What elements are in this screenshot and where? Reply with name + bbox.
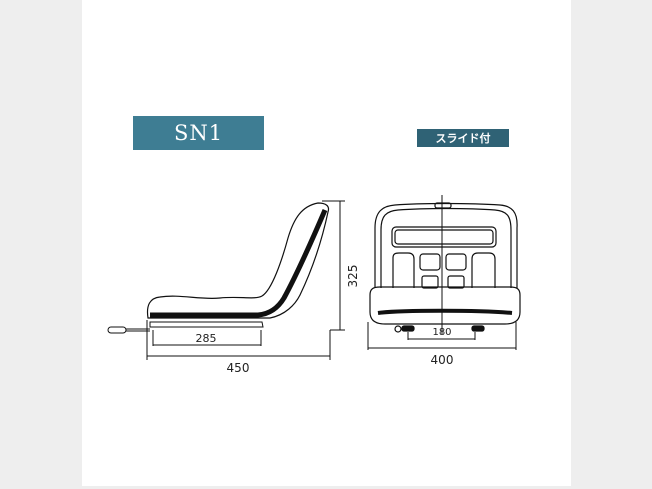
side-view-dimensions: [146, 200, 345, 360]
model-title-badge: SN1: [133, 116, 264, 150]
dim-rail-spacing: 180: [432, 327, 451, 338]
dim-height: 325: [346, 265, 360, 288]
dim-base-length: 285: [196, 332, 217, 345]
model-name: SN1: [173, 121, 224, 145]
dim-total-width: 400: [431, 353, 454, 367]
front-view-dimensions: [367, 195, 517, 350]
dim-total-length: 450: [227, 361, 250, 375]
side-view-seat: [107, 202, 330, 334]
front-view-seat: [369, 202, 521, 333]
slide-feature-label: スライド付: [435, 132, 491, 145]
slide-feature-badge: スライド付: [417, 129, 509, 147]
diagram-panel: [82, 0, 571, 486]
